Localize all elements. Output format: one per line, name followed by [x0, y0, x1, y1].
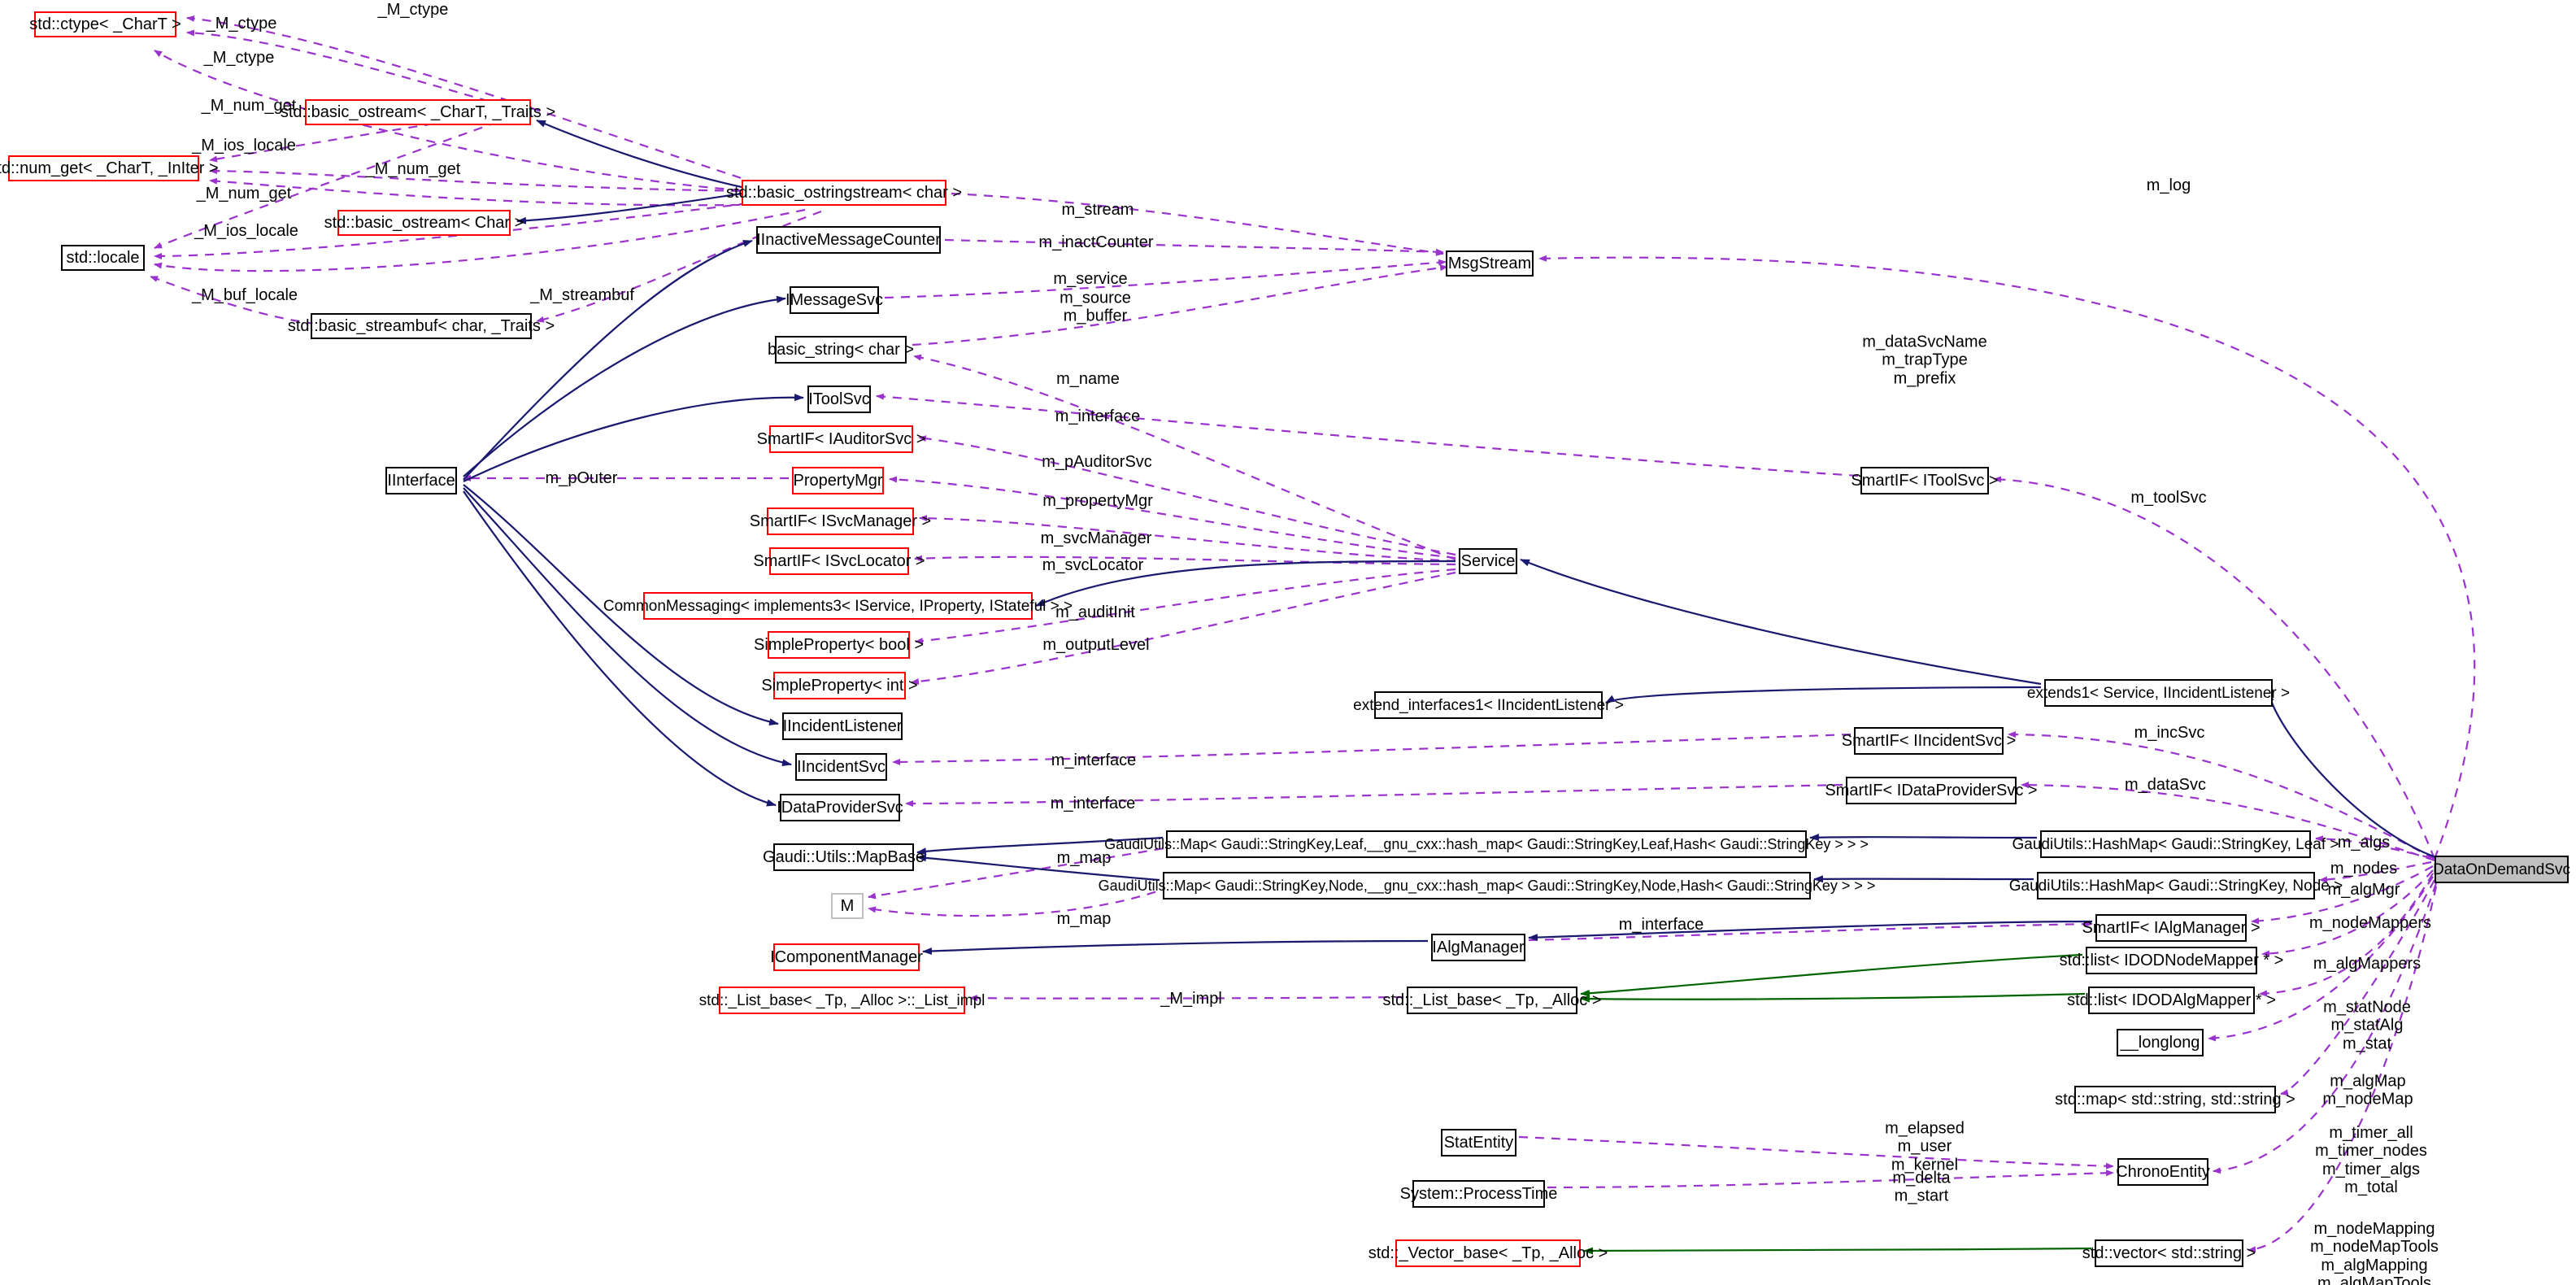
- node-gaudiutils-hashmap-leaf[interactable]: GaudiUtils::HashMap< Gaudi::StringKey, L…: [2012, 830, 2339, 858]
- node-std-vector-base[interactable]: std::_Vector_base< _Tp, _Alloc >: [1368, 1239, 1608, 1267]
- node-smartif-idataprovidersvc[interactable]: SmartIF< IDataProviderSvc >: [1825, 777, 2038, 804]
- edge-label-m-buf-locale: _M_buf_locale: [191, 285, 298, 304]
- edge-label-m-impl: _M_impl: [1160, 989, 1222, 1008]
- node-icomponentmanager[interactable]: IComponentManager: [770, 943, 923, 971]
- node-std-basic-ostream-chart[interactable]: std::basic_ostream< _CharT, _Traits >: [281, 99, 555, 125]
- node-std-basic-ostringstream[interactable]: std::basic_ostringstream< char >: [726, 180, 962, 206]
- node-longlong[interactable]: __longlong: [2117, 1029, 2204, 1056]
- edge-label-m-ctype-1: _M_ctype: [377, 0, 449, 19]
- edge-label-m-interface-1: m_interface: [1055, 407, 1141, 425]
- node-gaudiutils-map-node[interactable]: GaudiUtils::Map< Gaudi::StringKey,Node,_…: [1099, 872, 1875, 900]
- node-smartif-isvcmanager[interactable]: SmartIF< ISvcManager >: [750, 507, 931, 535]
- edge-label-m-timer-group: m_timer_all m_timer_nodes m_timer_algs m…: [2315, 1124, 2427, 1197]
- template-instance-edges: [1580, 953, 2092, 1255]
- edge-label-m-nodemapping-group: m_nodeMapping m_nodeMapTools m_algMappin…: [2310, 1220, 2439, 1285]
- edge-label-m-map-1: m_map: [1056, 848, 1112, 867]
- edge-label-m-propertymgr: m_propertyMgr: [1042, 491, 1153, 510]
- node-smartif-isvclocator[interactable]: SmartIF< ISvcLocator >: [753, 547, 925, 575]
- edge-label-m-incsvc: m_incSvc: [2134, 723, 2205, 742]
- edge-label-m-interface-3: m_interface: [1050, 794, 1136, 812]
- edge-label-m-ctype-2: _M_ctype: [206, 14, 277, 33]
- edge-label-m-elapsed-group: m_elapsed m_user m_kernel: [1885, 1119, 1965, 1174]
- node-smartif-iauditorsvc[interactable]: SmartIF< IAuditorSvc >: [757, 425, 925, 453]
- edge-label-m-ios-locale-1: _M_ios_locale: [192, 136, 296, 155]
- edge-label-m-ios-locale-2: _M_ios_locale: [194, 221, 298, 240]
- node-gaudiutils-hashmap-node[interactable]: GaudiUtils::HashMap< Gaudi::StringKey, N…: [2009, 872, 2343, 900]
- node-std-ctype[interactable]: std::ctype< _CharT >: [29, 11, 181, 37]
- usage-edges: [150, 15, 2476, 1253]
- node-commonmessaging[interactable]: CommonMessaging< implements3< IService, …: [603, 592, 1073, 620]
- node-std-map-string-string[interactable]: std::map< std::string, std::string >: [2055, 1086, 2295, 1113]
- node-chronoentity[interactable]: ChronoEntity: [2116, 1158, 2210, 1186]
- edge-label-m-ctype-3: _M_ctype: [203, 48, 275, 67]
- edge-label-m-nodes: m_nodes: [2330, 859, 2398, 878]
- edge-label-m-interface-4: m_interface: [1618, 915, 1704, 934]
- edge-label-m-stream: m_stream: [1061, 200, 1134, 219]
- node-std-basic-ostream-char[interactable]: std::basic_ostream< Char >: [324, 210, 524, 236]
- node-iincidentlistener[interactable]: IIncidentListener: [782, 712, 903, 740]
- edge-label-m-num-get-2: _M_num_get: [365, 159, 461, 178]
- node-extends1-service-iincidentlistener[interactable]: extends1< Service, IIncidentListener >: [2027, 679, 2290, 707]
- edge-label-m-inactcounter: m_inactCounter: [1038, 233, 1154, 251]
- edge-label-m-stat-group: m_statNode m_statAlg m_stat: [2323, 998, 2411, 1053]
- node-std-list-base[interactable]: std::_List_base< _Tp, _Alloc >: [1382, 987, 1602, 1014]
- edge-label-m-map-2: m_map: [1056, 909, 1112, 928]
- edge-label-m-algs: m_algs: [2337, 833, 2391, 852]
- edge-label-m-outputlevel: m_outputLevel: [1042, 635, 1150, 654]
- edge-label-m-svcmanager: m_svcManager: [1040, 529, 1152, 547]
- node-statentity[interactable]: StatEntity: [1441, 1129, 1516, 1156]
- edge-label-m-log: m_log: [2146, 176, 2191, 194]
- node-simpleproperty-bool[interactable]: SimpleProperty< bool >: [754, 631, 924, 659]
- edge-label-m-delta-group: m_delta m_start: [1892, 1169, 1951, 1205]
- node-smartif-itoolsvc[interactable]: SmartIF< IToolSvc >: [1851, 467, 1999, 494]
- node-iinterface[interactable]: IInterface: [385, 467, 457, 494]
- edge-label-m-num-get-3: _M_num_get: [196, 184, 292, 203]
- node-msgstream[interactable]: MsgStream: [1446, 250, 1534, 277]
- node-gaudiutils-map-leaf[interactable]: GaudiUtils::Map< Gaudi::StringKey,Leaf,_…: [1104, 830, 1869, 858]
- node-system-processtime[interactable]: System::ProcessTime: [1400, 1180, 1557, 1208]
- node-gaudi-utils-mapbase[interactable]: Gaudi::Utils::MapBase: [763, 843, 925, 871]
- edge-label-m-source-buffer: m_source m_buffer: [1060, 289, 1131, 325]
- node-ialgmanager[interactable]: IAlgManager: [1431, 934, 1525, 961]
- node-idataprovidersvc[interactable]: IDataProviderSvc: [777, 794, 903, 821]
- node-dataondemandsvc[interactable]: DataOnDemandSvc: [2433, 856, 2570, 883]
- node-imessagesvc[interactable]: IMessageSvc: [785, 286, 883, 314]
- node-smartif-iincidentsvc[interactable]: SmartIF< IIncidentSvc >: [1842, 727, 2016, 755]
- node-iincidentsvc[interactable]: IIncidentSvc: [795, 753, 887, 781]
- node-extend-interfaces1[interactable]: extend_interfaces1< IIncidentListener >: [1353, 691, 1624, 719]
- node-itoolsvc[interactable]: IToolSvc: [807, 386, 871, 413]
- node-std-vector-string[interactable]: std::vector< std::string >: [2082, 1239, 2256, 1267]
- edge-label-m-pauditorsvc: m_pAuditorSvc: [1042, 452, 1152, 471]
- edge-label-m-svclocator: m_svcLocator: [1042, 555, 1144, 574]
- node-propertymgr[interactable]: PropertyMgr: [792, 467, 884, 494]
- edge-label-m-toolsvc: m_toolSvc: [2130, 488, 2207, 507]
- edge-label-m-datasvc: m_dataSvc: [2124, 775, 2207, 794]
- edge-label-m-pouter: m_pOuter: [545, 468, 618, 487]
- node-std-locale[interactable]: std::locale: [61, 245, 145, 271]
- node-std-basic-streambuf[interactable]: std::basic_streambuf< char, _Traits >: [288, 313, 555, 339]
- edge-label-m-interface-2: m_interface: [1051, 751, 1137, 769]
- node-basic-string-char[interactable]: basic_string< char >: [768, 336, 914, 364]
- node-simpleproperty-int[interactable]: SimpleProperty< int >: [761, 672, 918, 699]
- edge-label-m-streambuf: _M_streambuf: [530, 285, 634, 304]
- node-smartif-ialgmanager[interactable]: SmartIF< IAlgManager >: [2082, 914, 2261, 942]
- edge-label-m-algmap-group: m_algMap m_nodeMap: [2322, 1072, 2413, 1109]
- node-service[interactable]: Service: [1459, 548, 1517, 574]
- edge-label-m-service: m_service: [1053, 269, 1128, 288]
- edge-label-m-name: m_name: [1056, 369, 1120, 388]
- edge-label-m-algmappers: m_algMappers: [2313, 954, 2422, 973]
- edge-label-m-datasvcname-group: m_dataSvcName m_trapType m_prefix: [1862, 333, 1987, 388]
- node-m[interactable]: M: [831, 893, 864, 919]
- node-std-list-base-list-impl[interactable]: std::_List_base< _Tp, _Alloc >::_List_im…: [699, 987, 985, 1014]
- edge-label-m-nodemappers: m_nodeMappers: [2308, 913, 2432, 932]
- node-iinactive-message-counter[interactable]: IInactiveMessageCounter: [756, 226, 941, 254]
- node-list-idodnodemapper[interactable]: std::list< IDODNodeMapper * >: [2060, 947, 2283, 974]
- node-list-idodalgmapper[interactable]: std::list< IDODAlgMapper * >: [2067, 987, 2276, 1014]
- node-std-num-get[interactable]: std::num_get< _CharT, _InIter >: [0, 155, 219, 181]
